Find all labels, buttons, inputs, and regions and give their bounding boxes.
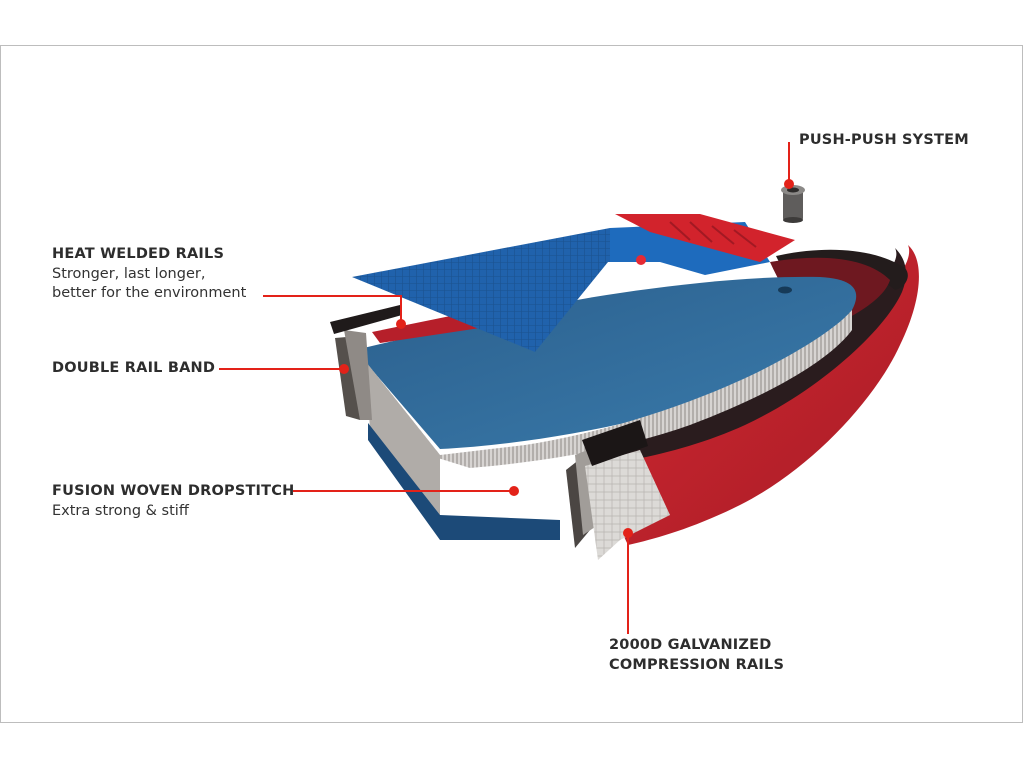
push-push-valve bbox=[781, 185, 805, 223]
deck-logo-icon bbox=[636, 255, 646, 265]
core-top-surface bbox=[355, 276, 857, 449]
callout-title-line: COMPRESSION RAILS bbox=[609, 656, 785, 673]
dot-heat bbox=[396, 319, 406, 329]
valve-hole bbox=[778, 286, 792, 294]
dot-fusion bbox=[509, 486, 519, 496]
front-black-band bbox=[582, 420, 648, 466]
callout-push-push-system: PUSH-PUSH SYSTEM bbox=[799, 131, 969, 151]
callout-title: DOUBLE RAIL BAND bbox=[52, 360, 216, 376]
dot-rails bbox=[623, 528, 633, 538]
callout-fusion-woven-dropstitch: FUSION WOVEN DROPSTITCH Extra strong & s… bbox=[52, 482, 294, 521]
dot-push bbox=[784, 179, 794, 189]
callout-heat-welded-rails: HEAT WELDED RAILS Stronger, last longer,… bbox=[52, 245, 246, 304]
diagram-frame bbox=[0, 45, 1023, 723]
core-bottom-blue bbox=[368, 423, 560, 540]
callout-description-line: Extra strong & stiff bbox=[52, 502, 189, 519]
leader-heat bbox=[263, 295, 402, 324]
dropstitch-front-face bbox=[366, 362, 440, 530]
leader-dots bbox=[339, 179, 794, 538]
galvanized-mesh-rail bbox=[585, 450, 670, 560]
callout-title: HEAT WELDED RAILS bbox=[52, 246, 225, 262]
left-black-band bbox=[330, 305, 402, 334]
tail-grip-ribs bbox=[669, 221, 757, 248]
left-red-band bbox=[372, 312, 480, 343]
dot-double bbox=[339, 364, 349, 374]
deck-pad-tail-red bbox=[615, 214, 795, 262]
callout-description-line: better for the environment bbox=[52, 285, 247, 301]
callout-title: FUSION WOVEN DROPSTITCH bbox=[52, 483, 295, 499]
callout-double-rail-band: DOUBLE RAIL BAND bbox=[52, 359, 215, 379]
callout-title: PUSH-PUSH SYSTEM bbox=[799, 132, 969, 148]
callout-title-line: 2000D GALVANIZED bbox=[609, 637, 772, 653]
left-rail-band-inner bbox=[344, 330, 372, 420]
callout-description-line: Stronger, last longer, bbox=[52, 265, 206, 282]
leader-lines bbox=[219, 142, 790, 634]
callout-galvanized-compression-rails: 2000D GALVANIZED COMPRESSION RAILS bbox=[609, 636, 784, 675]
